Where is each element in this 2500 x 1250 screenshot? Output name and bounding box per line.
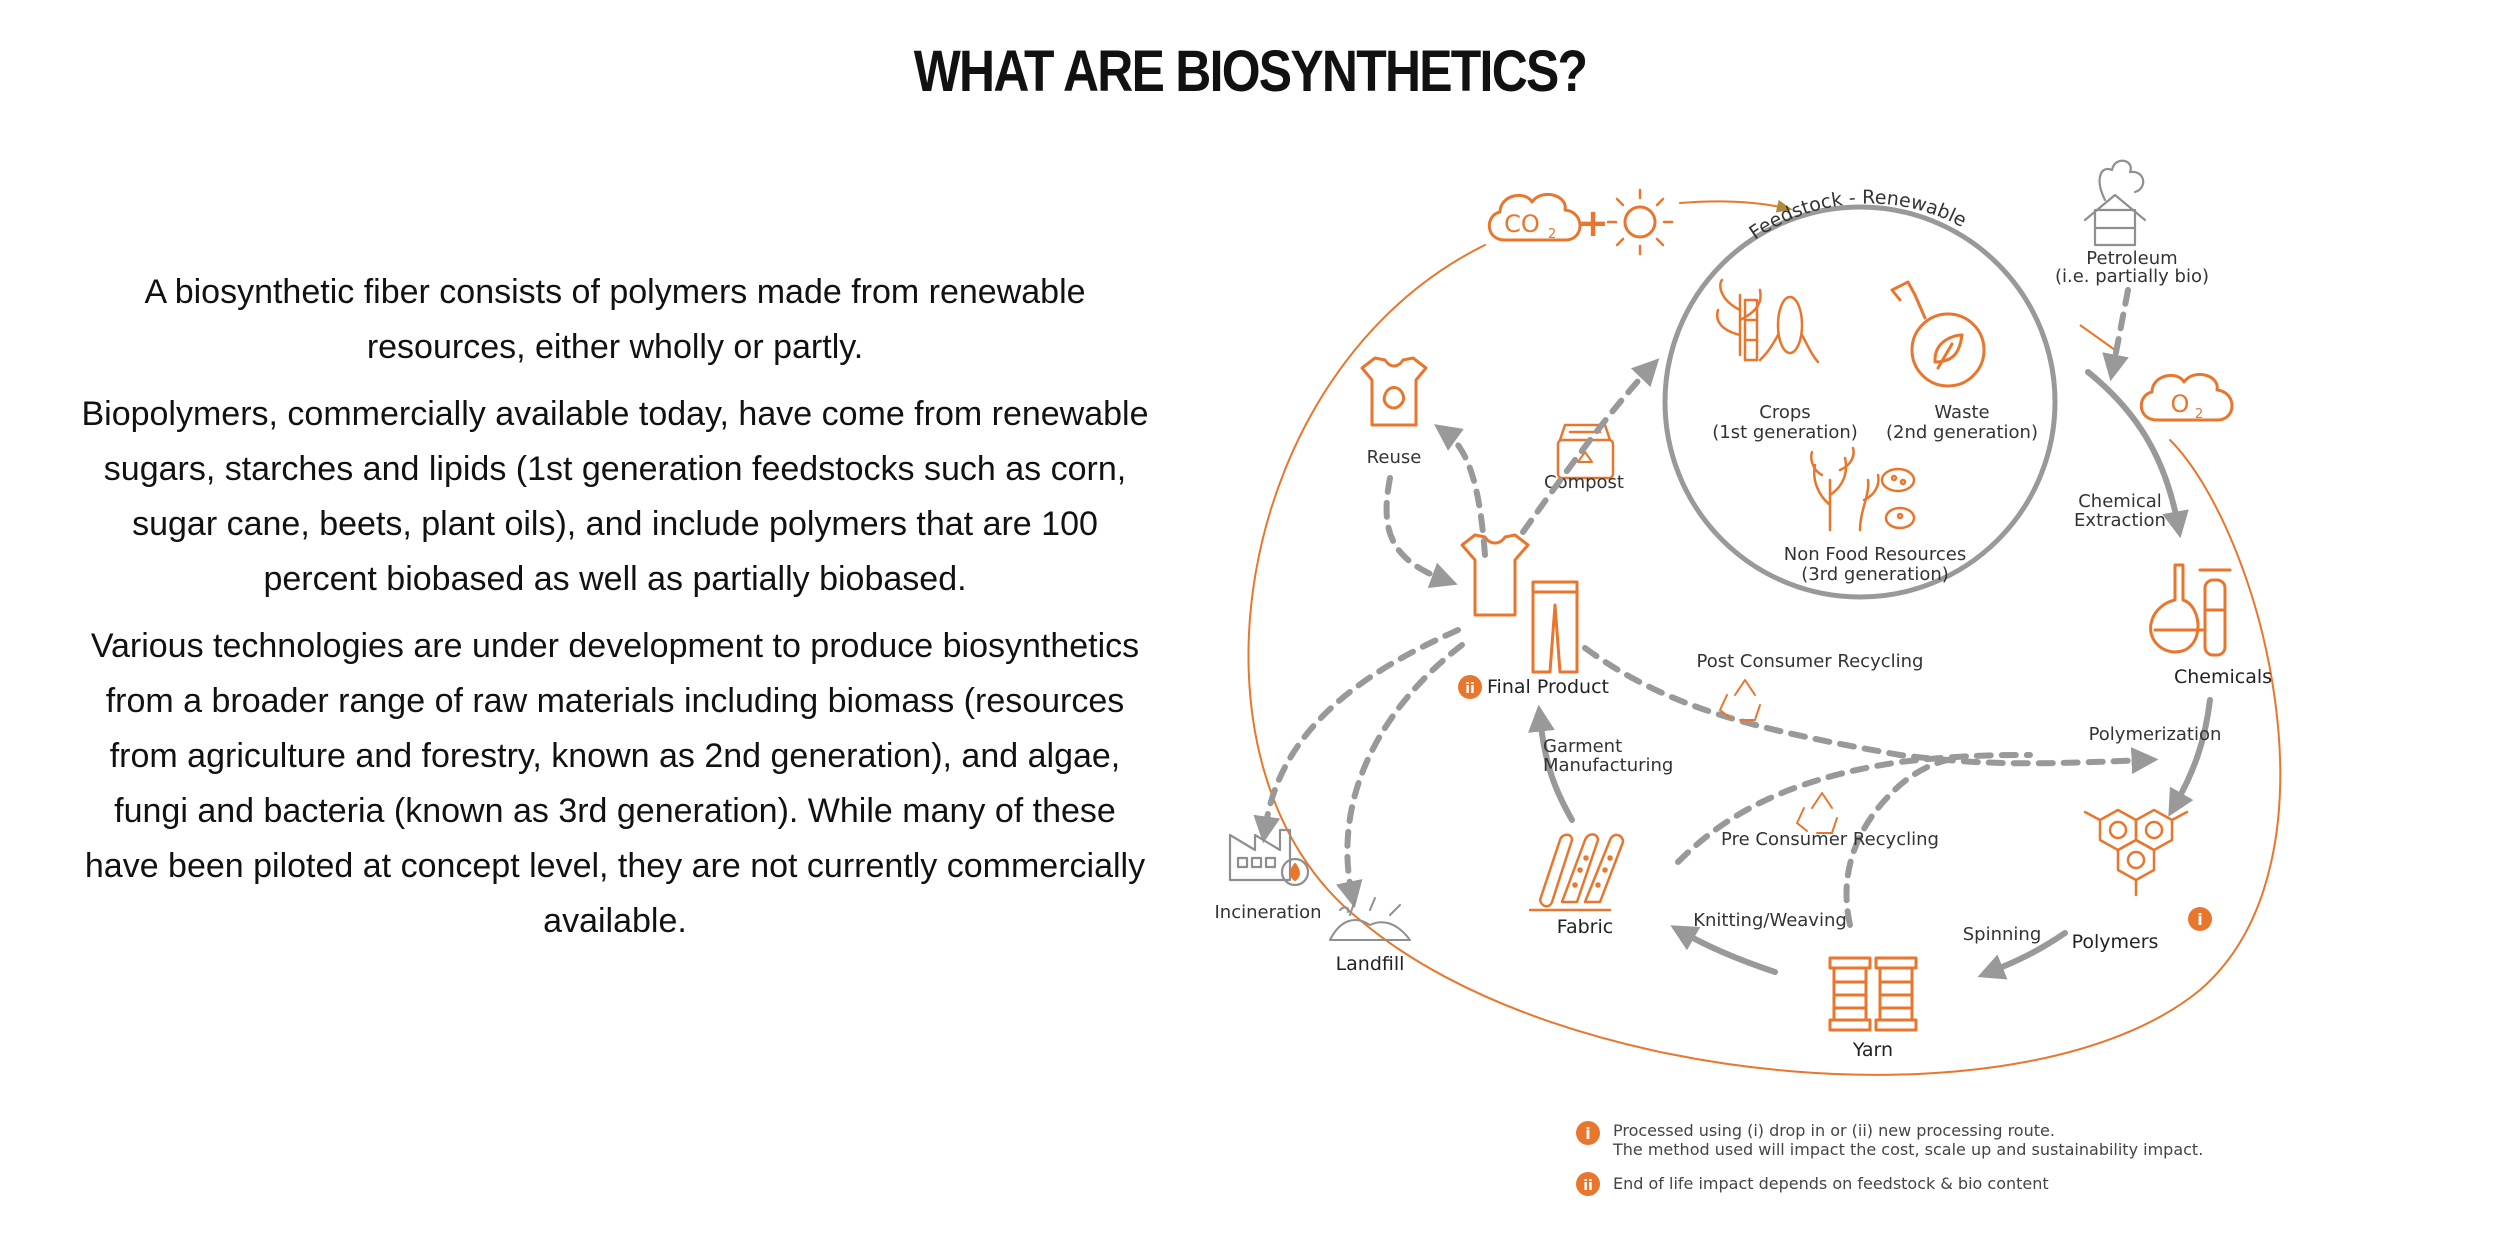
chemical-extraction-label: Chemical [2078,491,2162,512]
yarn-label: Yarn [1852,1039,1893,1061]
page-title: WHAT ARE BIOSYNTHETICS? [913,39,1588,104]
landfill-label: Landfill [1336,953,1405,975]
polymers-label: Polymers [2072,931,2159,953]
chemicals-label: Chemicals [2174,666,2272,688]
petroleum-link-line [2079,324,2116,351]
legend-badge-i-icon [1576,1121,1600,1145]
badge-i-polymers: i [2197,910,2202,929]
legend-badge-ii: ii [1583,1178,1593,1194]
feedstock-label: Feedstock - Renewable [1745,186,1970,244]
yarn-to-fabric-arrow [1670,925,1778,975]
reuse-loop-arrow-down [1383,475,1458,589]
nonfood-label: Non Food Resources [1784,544,1966,565]
petroleum-to-extraction-arrow [2102,287,2131,382]
yarn-spool-icon [1828,956,1918,1032]
outer-cycle-line [1247,244,2282,1076]
sun-icon [1606,188,1674,256]
recycle-icon-post [1719,679,1761,721]
legend: i Processed using (i) drop in or (ii) ne… [1576,1121,2203,1196]
nonfood-generation-label: (3rd generation) [1801,564,1949,585]
pre-consumer-recycling-arrow [1675,752,2033,865]
badge-i-polymers-icon [2188,907,2212,931]
feedstock-circle [1662,204,2058,600]
crops-label: Crops [1759,402,1810,423]
post-consumer-label: Post Consumer Recycling [1697,651,1924,672]
knitting-weaving-label: Knitting/Weaving [1693,910,1847,931]
feedstock-to-chemicals-arrow [2085,369,2189,539]
landfill-icon [1329,897,1411,941]
reuse-label: Reuse [1367,447,1422,468]
spinning-label: Spinning [1963,924,2042,945]
waste-flask-icon [1890,280,1986,388]
intro-text: A biosynthetic fiber consists of polymer… [80,265,1150,961]
waste-generation-label: (2nd generation) [1886,422,2038,443]
legend-badge-i: i [1585,1124,1590,1143]
garment-label-2: Manufacturing [1543,755,1673,776]
polymerization-label: Polymerization [2089,724,2222,745]
petroleum-oil-icon [2083,159,2147,247]
crops-icon [1716,278,1820,364]
legend-badge-ii-icon [1576,1172,1600,1196]
polymers-hexagon-icon [2083,808,2189,897]
intro-paragraph: Biopolymers, commercially available toda… [81,395,1149,598]
pre-consumer-label: Pre Consumer Recycling [1721,829,1939,850]
co2-subscript: 2 [1548,227,1556,242]
legend-item-2-line-1: End of life impact depends on feedstock … [1613,1174,2049,1193]
o2-label: O [2171,390,2190,418]
final-product-label: Final Product [1487,676,1609,698]
crops-generation-label: (1st generation) [1712,422,1858,443]
waste-label: Waste [1934,402,1989,423]
badge-ii-final-product-icon [1458,675,1482,699]
intro-paragraph: Various technologies are under developme… [84,627,1146,940]
garment-label: Garment [1543,736,1622,757]
chemicals-to-polymers-arrow [2168,697,2213,817]
badge-ii-final-product: ii [1465,681,1475,697]
chemical-extraction-label-2: Extraction [2074,510,2166,531]
petroleum-label: Petroleum [2086,248,2177,269]
algae-fungi-icon [1810,446,1916,532]
biosynthetics-cycle-diagram: CO 2 + Feedstock - Renewable Crops (1st … [1214,159,2282,1196]
fabric-label: Fabric [1557,916,1613,938]
fabric-roll-icon [1528,833,1625,912]
intro-paragraph: A biosynthetic fiber consists of polymer… [144,273,1086,366]
compost-label: Compost [1544,472,1624,493]
legend-item-1-line-2: The method used will impact the cost, sc… [1612,1140,2203,1159]
co2-cloud-icon: CO 2 [1487,192,1582,242]
legend-item-1-line-1: Processed using (i) drop in or (ii) new … [1613,1121,2055,1140]
compost-to-feedstock-arrow [1520,358,1660,535]
to-landfill-arrow [1336,642,1465,909]
fabric-to-final-product-arrow [1528,704,1575,823]
co2-label: CO [1504,210,1540,238]
o2-cloud-icon: O 2 [2139,372,2234,422]
chemicals-flask-icon [2149,563,2232,657]
post-consumer-recycling-arrow [1582,645,2159,775]
final-product-clothing-icon [1460,533,1579,674]
polymers-to-yarn-arrow [1977,930,2068,980]
recycle-icon-pre [1796,792,1838,834]
to-incineration-arrow [1253,627,1461,844]
reuse-loop-arrow-up [1434,424,1488,558]
incineration-label: Incineration [1214,902,1321,923]
petroleum-note: (i.e. partially bio) [2055,266,2209,287]
pre-consumer-yarn-dashed [1843,755,1963,928]
plus-sign: + [1577,201,1609,245]
sun-to-feedstock-arrow [1679,200,1793,213]
incineration-factory-icon [1228,828,1310,887]
o2-subscript: 2 [2195,407,2203,422]
reuse-tshirt-icon [1360,356,1428,427]
